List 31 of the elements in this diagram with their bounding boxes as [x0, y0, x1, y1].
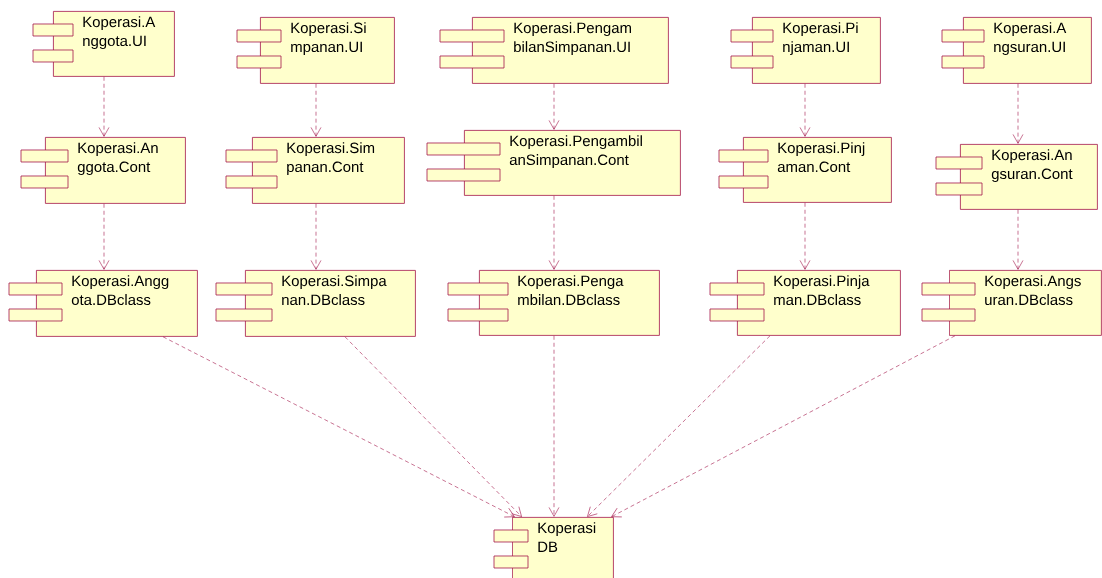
dependency-arrow [1012, 209, 1024, 270]
dependency-arrow [548, 83, 560, 130]
component-box: Koperasi.Sim panan.Cont [225, 137, 405, 204]
component-box: Koperasi.Si mpanan.UI [236, 17, 395, 84]
component-box: Koperasi.Simpa nan.DBclass [215, 270, 416, 337]
component-box: Koperasi.Angg ota.DBclass [8, 270, 198, 337]
dependency-arrow [162, 336, 515, 518]
component-box: Koperasi.Pengambil anSimpanan.Cont [426, 130, 681, 196]
dependency-arrow [310, 83, 322, 137]
dependency-arrow [310, 203, 322, 270]
dependency-arrow [344, 336, 522, 517]
dependency-arrow [98, 76, 110, 137]
component-box: Koperasi DB [493, 517, 614, 578]
component-box: Koperasi.Angs uran.DBclass [921, 270, 1102, 336]
component-box: Koperasi.Pi njaman.UI [730, 17, 881, 84]
dependency-arrow [548, 195, 560, 270]
dependency-arrow [587, 335, 771, 517]
dependency-arrow [611, 335, 956, 518]
dependency-arrow [1012, 83, 1024, 144]
component-box: Koperasi.An gsuran.Cont [935, 144, 1098, 210]
dependency-arrow [98, 203, 110, 270]
component-box: Koperasi.Pengam bilanSimpanan.UI [439, 17, 669, 84]
component-box: Koperasi.Penga mbilan.DBclass [447, 270, 660, 336]
dependency-arrow [799, 83, 811, 137]
dependency-arrow [799, 202, 811, 270]
component-box: Koperasi.Pinj aman.Cont [718, 137, 892, 203]
component-box: Koperasi.An ggota.Cont [20, 137, 186, 204]
dependency-arrow [548, 335, 560, 517]
component-box: Koperasi.Pinja man.DBclass [709, 270, 901, 336]
component-box: Koperasi.A ngsuran.UI [941, 17, 1092, 84]
component-box: Koperasi.A nggota.UI [32, 11, 175, 77]
